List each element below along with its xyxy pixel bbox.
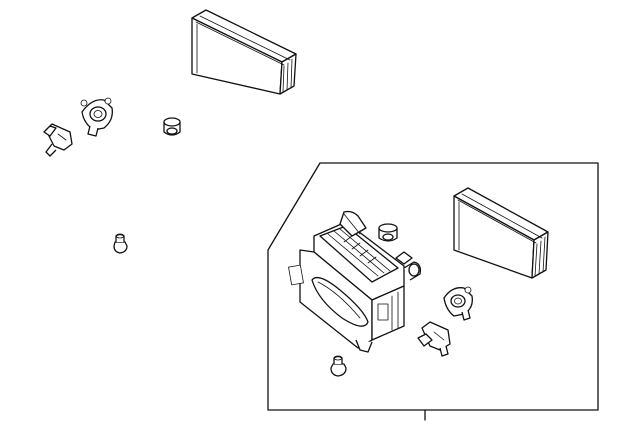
insulator-icon[interactable] xyxy=(378,223,398,242)
sensor-connector-icon[interactable] xyxy=(417,321,451,357)
grommet-icon[interactable] xyxy=(113,233,128,254)
grommet-icon[interactable] xyxy=(330,355,347,377)
air-filter-icon[interactable] xyxy=(191,9,297,95)
sensor-flange-icon[interactable] xyxy=(443,286,473,321)
insulator-icon[interactable] xyxy=(163,117,181,136)
sensor-flange-icon[interactable] xyxy=(80,97,113,137)
callout-box xyxy=(267,162,599,421)
air-filter-icon[interactable] xyxy=(453,187,549,279)
air-box-icon[interactable] xyxy=(288,210,422,353)
sensor-connector-icon[interactable] xyxy=(43,123,73,157)
